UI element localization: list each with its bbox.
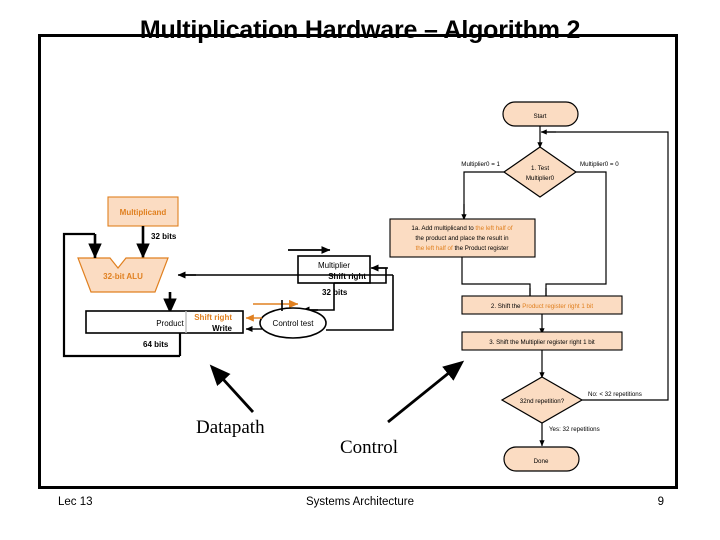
test-step-label: 1. Test bbox=[531, 165, 549, 172]
branch-right-wire bbox=[545, 171, 607, 300]
branch-left-wire bbox=[463, 171, 504, 218]
footer-lecture: Lec 13 bbox=[58, 496, 93, 508]
step-1a-line3-part1: the left half of bbox=[416, 245, 455, 252]
datapath-annotation: Datapath bbox=[196, 417, 265, 438]
control-pointer-arrow bbox=[387, 360, 465, 424]
branch-right-label: Multiplier0 = 0 bbox=[580, 161, 619, 168]
alu-shape bbox=[77, 257, 169, 293]
product-write-label: Write bbox=[212, 324, 232, 333]
step-2-part2: Product register right 1 bit bbox=[522, 303, 593, 310]
flowchart-group: Start 1. Test Multiplier0 Multiplier0 = … bbox=[389, 101, 669, 472]
step-1a-line3-part2: the Product register bbox=[454, 245, 508, 252]
product-feedback-loop bbox=[62, 232, 180, 358]
repetition-label: 32nd repetition? bbox=[520, 398, 565, 405]
test-decision-node bbox=[502, 146, 578, 198]
control-annotation: Control bbox=[340, 437, 399, 458]
product-bits-label: 64 bits bbox=[143, 340, 169, 349]
step-1a-line1: 1a. Add multiplicand to the left half of bbox=[411, 225, 512, 232]
step-1a-box bbox=[389, 218, 536, 258]
footer-page-number: 9 bbox=[657, 496, 664, 508]
multiplicand-label: Multiplicand bbox=[120, 208, 167, 217]
datapath-pointer-arrow bbox=[209, 364, 255, 413]
page-title: Multiplication Hardware – Algorithm 2 bbox=[139, 16, 581, 44]
test-operand-label: Multiplier0 bbox=[526, 175, 555, 182]
footer-course: Systems Architecture bbox=[305, 496, 414, 508]
footer: Lec 13 Systems Architecture 9 bbox=[0, 496, 720, 518]
step-1a-to-step-2-wire bbox=[461, 257, 531, 300]
step-1a-line2: the product and place the result in bbox=[415, 235, 509, 242]
done-label: Done bbox=[534, 458, 549, 465]
control-right-routing bbox=[326, 275, 394, 331]
no-branch-feedback-wire bbox=[542, 131, 669, 401]
product-shift-right-label: Shift right bbox=[194, 313, 232, 322]
datapath-group: Multiplicand 32 bits 32-bit ALU Product … bbox=[62, 196, 394, 358]
branch-no-label: No: < 32 repetitions bbox=[588, 391, 642, 398]
step-1a-line1-part1: 1a. Add multiplicand to bbox=[411, 225, 475, 232]
multiplier-bits-label: 32 bits bbox=[322, 288, 348, 297]
product-box bbox=[85, 310, 244, 334]
control-test-ellipse bbox=[259, 307, 327, 339]
branch-left-label: Multiplier0 = 1 bbox=[461, 161, 500, 168]
multiplier-label: Multiplier bbox=[318, 261, 350, 270]
step-3-label: 3. Shift the Multiplier register right 1… bbox=[489, 339, 595, 346]
done-node bbox=[503, 446, 580, 472]
multiplicand-bits-label: 32 bits bbox=[151, 232, 177, 241]
step-1a-line1-part2: the left half of bbox=[475, 225, 512, 232]
alu-label: 32-bit ALU bbox=[103, 272, 143, 281]
multiplier-shift-right-label: Shift right bbox=[328, 272, 366, 281]
product-label: Product bbox=[156, 319, 184, 328]
branch-yes-label: Yes: 32 repetitions bbox=[549, 426, 600, 433]
multiplicand-box bbox=[107, 196, 179, 227]
step-2-part1: 2. Shift the bbox=[491, 303, 522, 310]
control-test-label: Control test bbox=[273, 319, 315, 328]
annotation-arrows bbox=[209, 360, 465, 424]
step-1a-line3: the left half of the Product register bbox=[416, 245, 509, 252]
step-2-text: 2. Shift the Product register right 1 bi… bbox=[491, 303, 593, 310]
multiplier-box bbox=[297, 255, 371, 284]
start-label: Start bbox=[533, 113, 546, 120]
